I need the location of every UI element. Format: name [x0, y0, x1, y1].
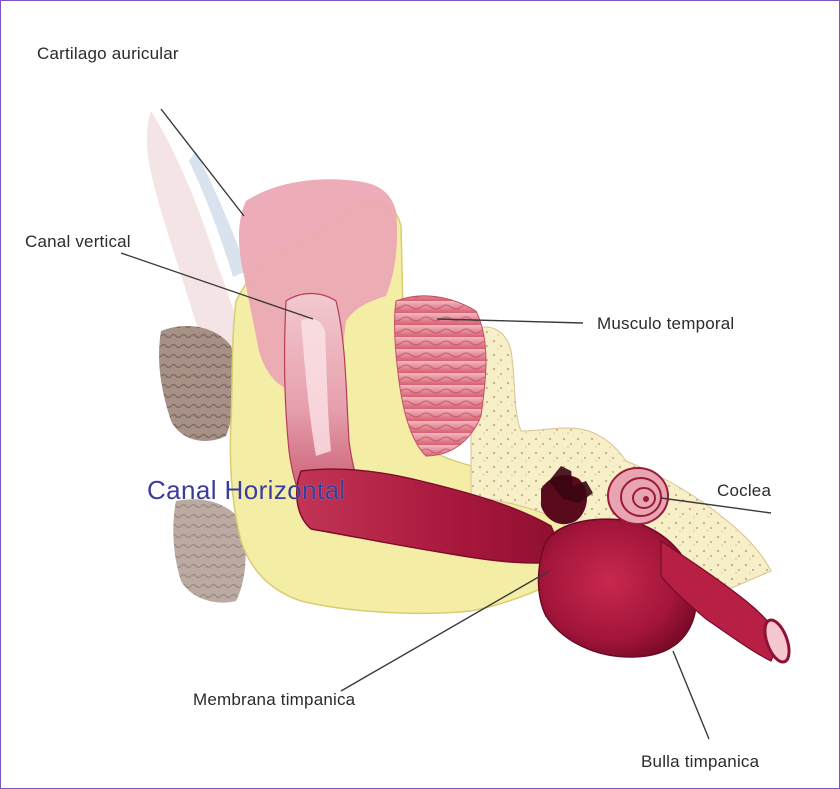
cochlea-label: Coclea	[717, 482, 771, 499]
temporal-muscle-label: Musculo temporal	[597, 315, 734, 332]
cartilage-label: Cartilago auricular	[37, 45, 179, 62]
skin-tissue-lower	[173, 499, 245, 602]
tympanic-membrane-label: Membrana timpanica	[193, 691, 355, 708]
skin-tissue-upper	[159, 326, 236, 441]
leader-line-tympanic-bulla	[673, 651, 709, 739]
horizontal-canal-label: Canal Horizontal	[147, 477, 346, 503]
vertical-canal-label: Canal vertical	[25, 233, 131, 250]
cochlea-spiral	[608, 468, 668, 524]
tympanic-bulla-label: Bulla timpanica	[641, 753, 759, 770]
